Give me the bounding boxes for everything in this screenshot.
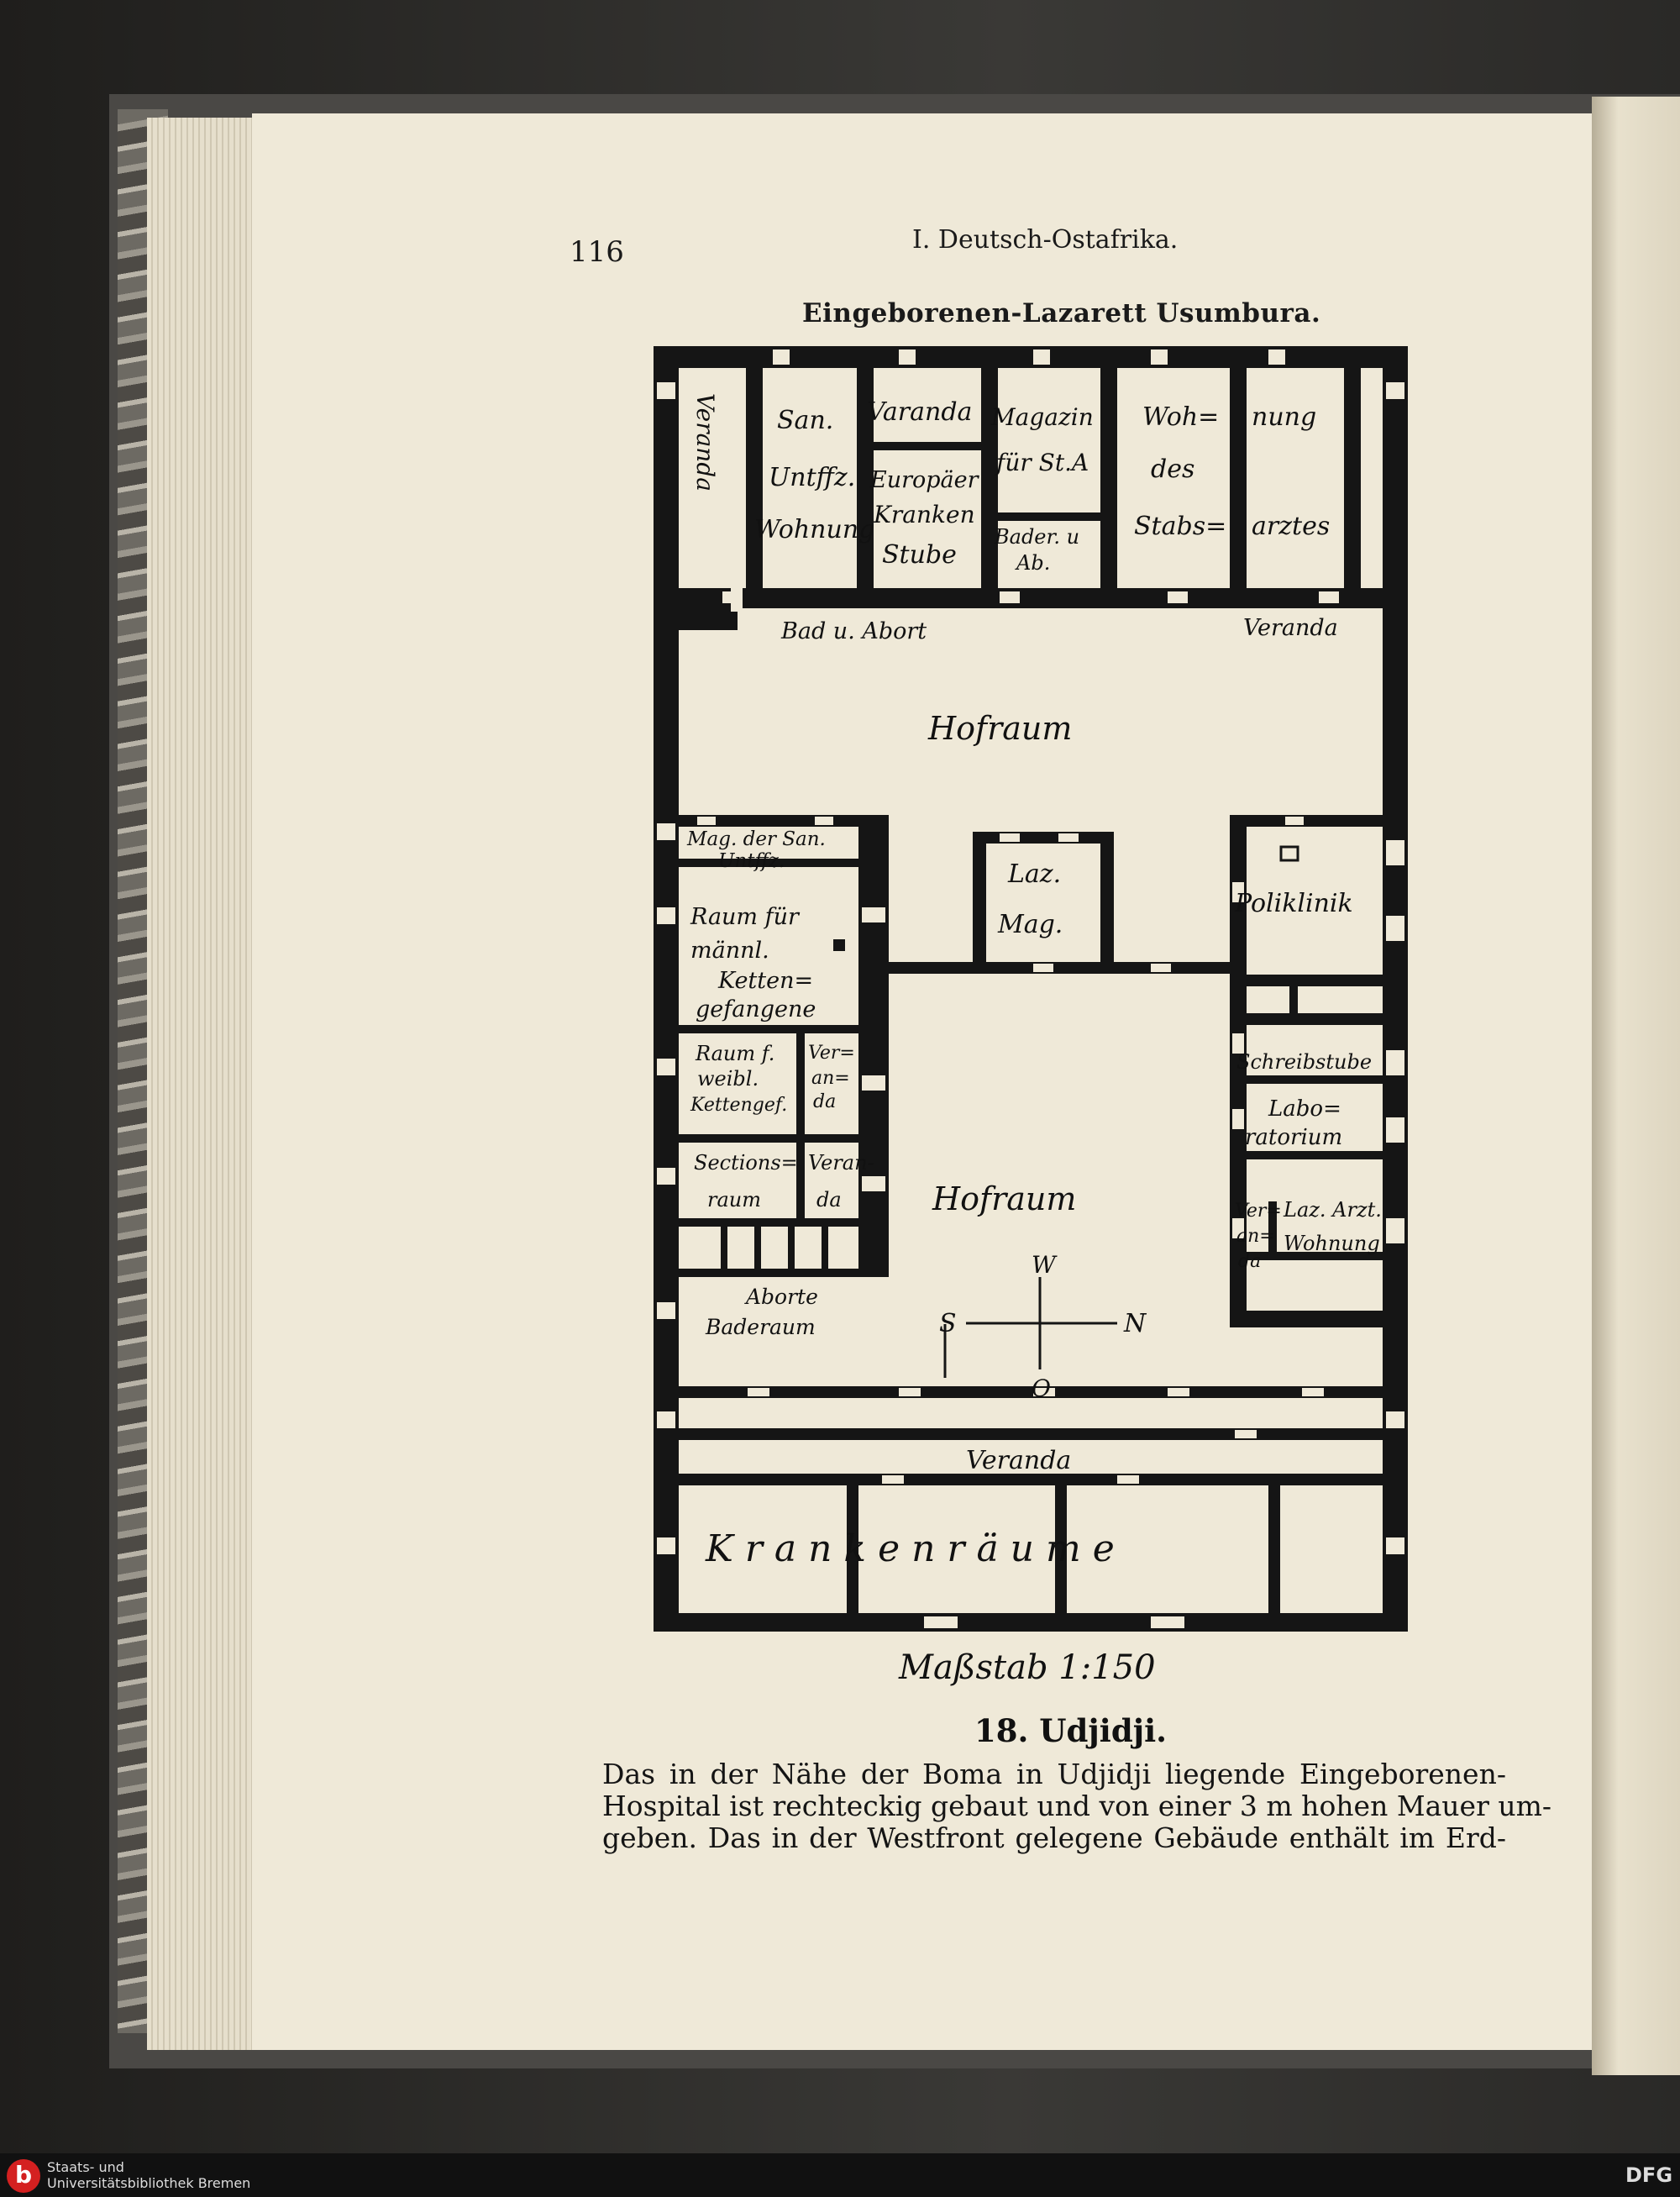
label-euro-2: Kranken: [873, 501, 975, 528]
label-ver1-2: an=: [811, 1068, 850, 1089]
label-raumm-3: Ketten=: [717, 968, 813, 994]
windows: [657, 350, 1404, 1628]
interior-fixtures: [1279, 845, 1299, 862]
room-labels: Veranda San. Untffz. Wohnung Varanda Eur…: [686, 393, 1382, 1570]
label-veranda-nw: Veranda: [691, 393, 719, 491]
label-lazarzt-2: Wohnung: [1284, 1232, 1380, 1255]
left-wing-walls: [679, 815, 889, 1277]
label-bader-2: Ab.: [1015, 551, 1050, 575]
label-veran2-1: Veran-: [808, 1151, 874, 1175]
label-euro-1: Europäer: [869, 467, 980, 493]
label-sect-1: Sections=: [694, 1151, 798, 1175]
label-san-3: Wohnung: [754, 515, 874, 544]
label-veranda-ne: Veranda: [1243, 615, 1338, 641]
label-raumm-1: Raum für: [690, 904, 801, 930]
label-ver3-1: Ver=: [1235, 1201, 1282, 1222]
body-line-2: Hospital ist rechteckig gebaut und von e…: [602, 1790, 1552, 1822]
page-number: 116: [570, 235, 624, 269]
label-ver3-2: an=: [1236, 1226, 1275, 1247]
label-san-1: San.: [777, 406, 833, 435]
compass-n: N: [1123, 1309, 1147, 1338]
label-raumw-1: Raum f.: [695, 1042, 774, 1065]
scale-label: Maßstab 1:150: [899, 1648, 1156, 1687]
running-title: I. Deutsch-Ostafrika.: [912, 225, 1179, 255]
label-labo-1: Labo=: [1268, 1096, 1341, 1122]
label-magsan-1: Mag. der San.: [686, 828, 826, 850]
label-labo-2: ratorium: [1245, 1125, 1342, 1150]
plan-title: Eingeborenen-Lazarett Usumbura.: [802, 298, 1321, 328]
label-raumw-3: Kettengef.: [690, 1095, 787, 1116]
label-euro-3: Stube: [882, 540, 957, 570]
top-row-walls: [679, 368, 1383, 630]
label-san-2: Untffz.: [769, 463, 855, 492]
label-stab-2: nung: [1252, 402, 1316, 432]
label-baderaum: Baderaum: [705, 1315, 816, 1339]
label-stab-1: Woh=: [1142, 402, 1219, 432]
label-krankenraeume: K r a n k e n r ä u m e: [705, 1527, 1115, 1570]
label-stab-5: arztes: [1252, 512, 1330, 541]
central-walls: [889, 815, 1389, 1327]
library-logo[interactable]: b: [7, 2159, 40, 2193]
hearth-marks: [796, 939, 845, 1082]
floor-plan: Veranda San. Untffz. Wohnung Varanda Eur…: [654, 346, 1408, 1632]
compass-cross: [966, 1277, 1117, 1369]
label-stab-4: Stabs=: [1134, 512, 1226, 541]
label-ver3-3: da: [1238, 1251, 1261, 1272]
library-name-line1: Staats- und: [47, 2159, 124, 2175]
label-raumw-2: weibl.: [697, 1067, 759, 1091]
label-schreib: Schreibstube: [1236, 1050, 1372, 1074]
label-veran2-2: da: [816, 1188, 842, 1212]
label-stab-3: des: [1151, 455, 1194, 484]
viewer-footer: [0, 2153, 1680, 2197]
label-varanda-top: Varanda: [867, 397, 972, 427]
label-bader-1: Bader. u: [994, 525, 1079, 549]
label-hofraum-top: Hofraum: [927, 710, 1072, 747]
library-name-line2: Universitätsbibliothek Bremen: [47, 2175, 251, 2191]
compass-o: O: [1032, 1374, 1051, 1402]
section-heading: 18. Udjidji.: [974, 1712, 1168, 1749]
label-poliklinik: Poliklinik: [1234, 889, 1353, 918]
compass-w: W: [1032, 1251, 1058, 1279]
library-name: Staats- und Universitätsbibliothek Breme…: [47, 2159, 250, 2191]
body-line-1: Das in der Nähe der Boma in Udjidji lieg…: [602, 1758, 1506, 1790]
label-raumm-2: männl.: [690, 938, 769, 964]
label-laz-2: Mag.: [997, 910, 1063, 939]
label-magsan-2: Untffz.: [718, 850, 785, 872]
label-ver1-3: da: [813, 1091, 836, 1112]
compass-s: S: [939, 1309, 957, 1338]
label-laz-1: Laz.: [1007, 859, 1061, 889]
label-bad-abort: Bad u. Abort: [780, 618, 927, 644]
next-page-edge: [1592, 97, 1680, 2075]
label-aborte: Aborte: [744, 1285, 818, 1309]
label-lazarzt-1: Laz. Arzt.: [1283, 1198, 1382, 1222]
body-line-3: geben. Das in der Westfront gelegene Geb…: [602, 1821, 1506, 1854]
label-mag-1: Magazin: [990, 403, 1094, 431]
label-raumm-4: gefangene: [696, 996, 816, 1022]
label-sect-2: raum: [707, 1188, 761, 1212]
south-block-walls: [679, 1386, 1383, 1613]
label-mag-2: für St.A: [995, 449, 1089, 476]
label-ver1-1: Ver=: [808, 1043, 855, 1064]
dfg-logo: DFG: [1625, 2163, 1673, 2187]
page-stack: [147, 118, 256, 2050]
label-hofraum-bottom: Hofraum: [932, 1180, 1076, 1217]
label-veranda-bottom: Veranda: [966, 1446, 1071, 1475]
